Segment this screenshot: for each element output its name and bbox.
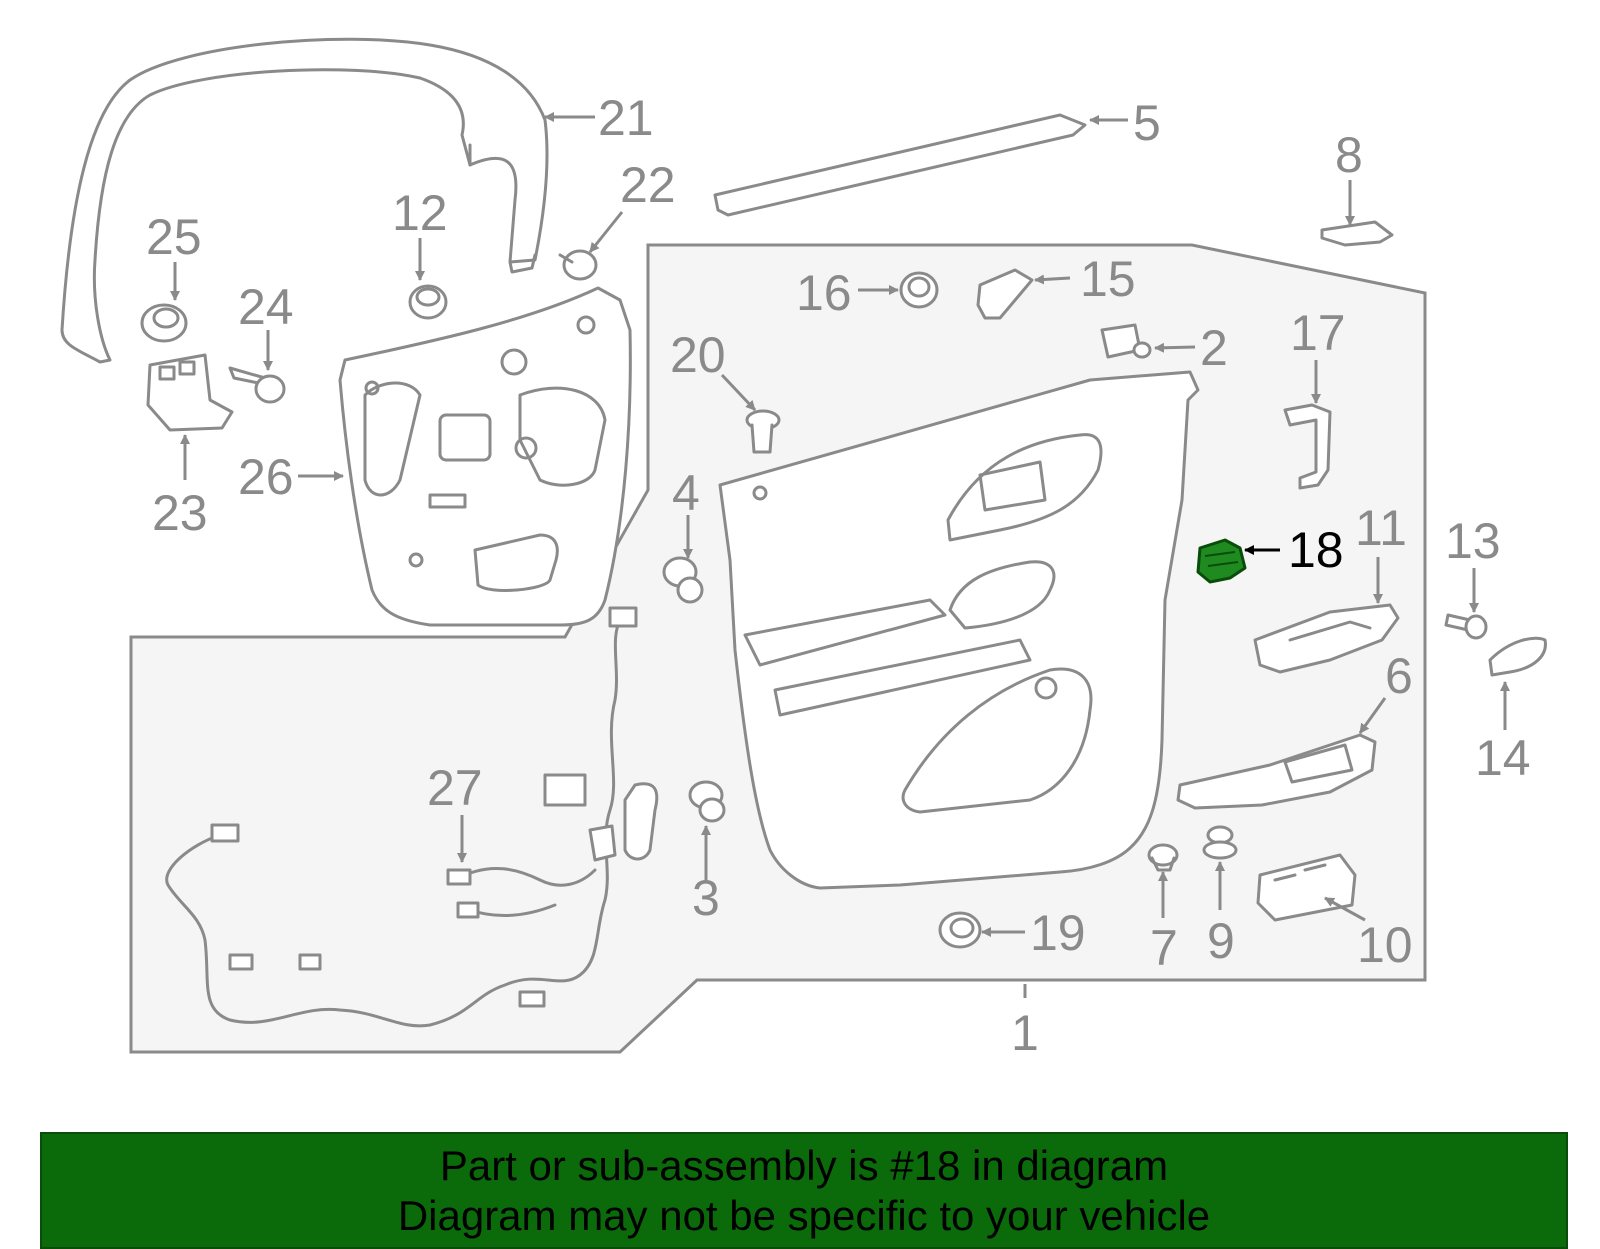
- part-25-grommet: [140, 303, 188, 343]
- part-15-vent: [976, 268, 1034, 320]
- callout-24: 24: [238, 279, 294, 335]
- part-7-grommet: [1147, 843, 1179, 872]
- callout-2: 2: [1200, 320, 1228, 376]
- part-3-pushpin: [688, 780, 726, 823]
- callout-23: 23: [152, 485, 208, 541]
- callout-19: 19: [1030, 905, 1086, 961]
- part-26-inner-panel: [338, 286, 632, 627]
- callout-9: 9: [1207, 913, 1235, 969]
- part-5-belt-strip: [713, 113, 1087, 217]
- callout-15: 15: [1080, 251, 1136, 307]
- part-4-pushpin: [662, 556, 704, 604]
- callout-21: 21: [598, 90, 654, 146]
- part-27-wire-harness: [165, 606, 659, 1028]
- part-1-door-trim-panel: [718, 370, 1200, 890]
- part-11-handle: [1253, 603, 1400, 674]
- part-23-bracket: [146, 353, 234, 432]
- part-22-pushpin: [558, 249, 598, 281]
- callout-16: 16: [796, 265, 852, 321]
- callout-27: 27: [427, 760, 483, 816]
- part-17-rod: [1283, 403, 1332, 490]
- info-banner: Part or sub-assembly is #18 in diagram D…: [40, 1132, 1568, 1249]
- callout-6: 6: [1385, 648, 1413, 704]
- part-2-clip: [1100, 323, 1152, 359]
- callout-13: 13: [1445, 513, 1501, 569]
- leader-arrows: [170, 112, 1510, 998]
- part-6-pull-cup: [1176, 733, 1377, 810]
- part-20-pushpin: [745, 409, 781, 454]
- callout-4: 4: [672, 465, 700, 521]
- callout-1: 1: [1011, 1005, 1039, 1061]
- callout-11: 11: [1355, 500, 1407, 556]
- part-14-cap: [1488, 636, 1547, 677]
- part-24-bolt: [228, 366, 286, 404]
- callout-14: 14: [1475, 730, 1531, 786]
- callout-10: 10: [1357, 917, 1413, 973]
- callout-3: 3: [692, 870, 720, 926]
- callout-7: 7: [1150, 920, 1178, 976]
- banner-line-2: Diagram may not be specific to your vehi…: [397, 1191, 1211, 1239]
- callout-12: 12: [392, 185, 448, 241]
- callout-26: 26: [238, 449, 294, 505]
- part-13-bolt: [1444, 613, 1488, 640]
- part-18-highlighted-clip: [1196, 538, 1247, 584]
- part-12-grommet: [408, 284, 448, 320]
- callout-17: 17: [1290, 305, 1346, 361]
- callout-18-highlighted: 18: [1288, 522, 1344, 578]
- part-16-grommet: [899, 271, 939, 309]
- part-8-cap: [1320, 220, 1394, 247]
- callout-labels: 21 5 8 22 12 25 24 23 26 16 15 2 17 20 4…: [146, 90, 1531, 1061]
- part-9-pushpin: [1202, 825, 1238, 860]
- banner-line-1: Part or sub-assembly is #18 in diagram: [439, 1141, 1169, 1189]
- callout-20: 20: [670, 327, 726, 383]
- callout-5: 5: [1133, 95, 1161, 151]
- callout-25: 25: [146, 209, 202, 265]
- callout-22: 22: [620, 157, 676, 213]
- part-21-window-frame: [60, 37, 549, 364]
- callout-8: 8: [1335, 127, 1363, 183]
- part-19-grommet: [938, 911, 982, 949]
